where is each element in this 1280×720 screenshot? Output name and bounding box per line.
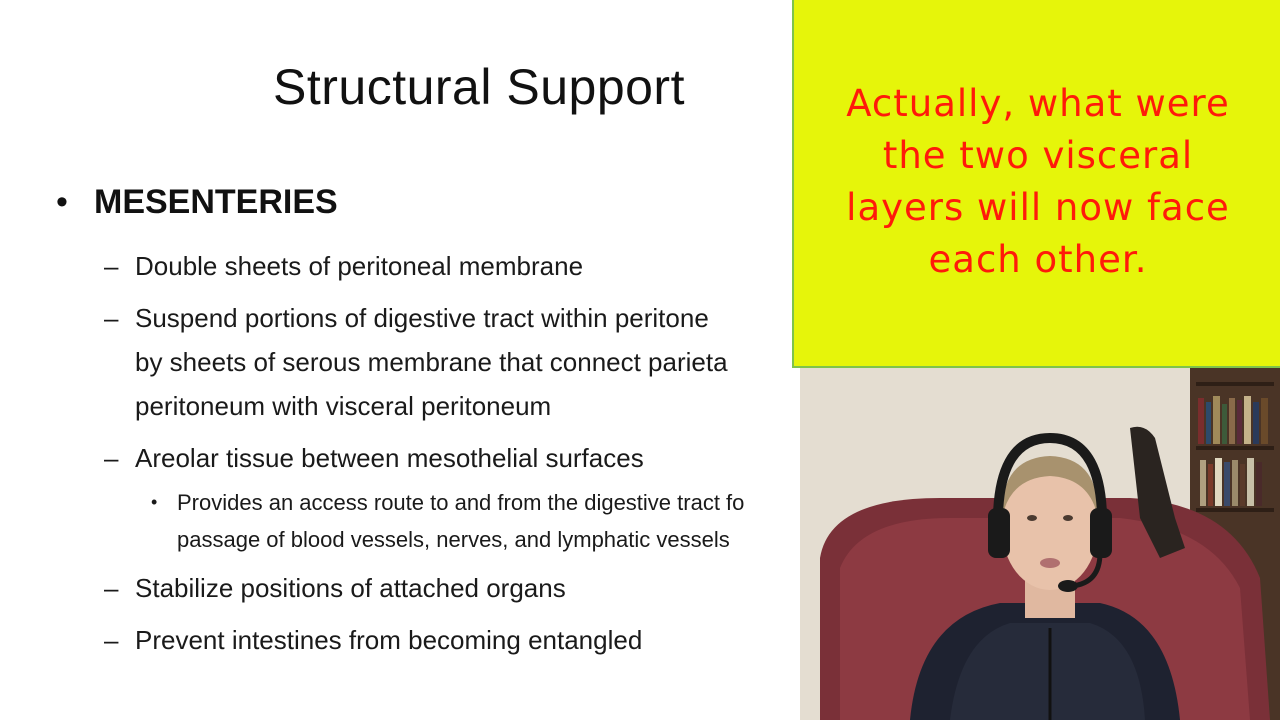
list-item: – Stabilize positions of attached organs [104, 566, 864, 610]
person-headset-icon [800, 368, 1280, 720]
list-item-text: by sheets of serous membrane that connec… [135, 347, 728, 377]
slide-title: Structural Support [273, 59, 685, 115]
sub-item-text: Provides an access route to and from the… [177, 490, 745, 515]
list-item-text: Double sheets of peritoneal membrane [135, 251, 584, 281]
callout-line: each other. [928, 238, 1148, 281]
webcam-video [800, 368, 1280, 720]
callout-line: Actually, what were [846, 82, 1230, 125]
dash-marker: – [104, 443, 119, 473]
callout-line: the two visceral [882, 134, 1194, 177]
sub-item-text: passage of blood vessels, nerves, and ly… [177, 527, 730, 552]
list-item: – Suspend portions of digestive tract wi… [104, 296, 864, 428]
dash-marker: – [104, 303, 119, 333]
sub-list-item: • Provides an access route to and from t… [104, 484, 864, 558]
heading-bullet: • [56, 183, 68, 221]
sub-bullet: • [151, 492, 158, 512]
heading-text: MESENTERIES [94, 183, 338, 221]
dash-marker: – [104, 625, 119, 655]
list-item-text: peritoneum with visceral peritoneum [135, 391, 552, 421]
list-item: – Double sheets of peritoneal membrane [104, 244, 864, 288]
callout-line: layers will now face [846, 186, 1230, 229]
dash-marker: – [104, 573, 119, 603]
list-item: – Prevent intestines from becoming entan… [104, 618, 864, 662]
callout-text: Actually, what were the two visceral lay… [794, 78, 1280, 286]
bullet-list: – Double sheets of peritoneal membrane –… [104, 244, 864, 670]
callout-box: Actually, what were the two visceral lay… [792, 0, 1280, 368]
list-item-text: Prevent intestines from becoming entangl… [135, 625, 643, 655]
dash-marker: – [104, 251, 119, 281]
list-item-text: Suspend portions of digestive tract with… [135, 303, 709, 333]
list-item-text: Areolar tissue between mesothelial surfa… [135, 443, 644, 473]
list-item-text: Stabilize positions of attached organs [135, 573, 566, 603]
list-item: – Areolar tissue between mesothelial sur… [104, 436, 864, 480]
heading-row: • MESENTERIES [56, 183, 338, 222]
